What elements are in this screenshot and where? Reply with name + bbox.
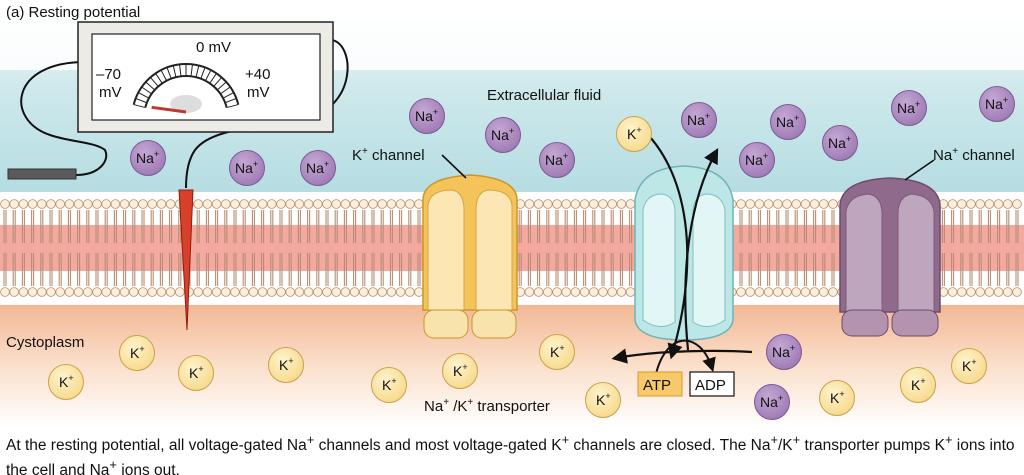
svg-text:K+: K+ — [59, 373, 74, 390]
svg-text:K+: K+ — [382, 376, 397, 393]
svg-text:Na+: Na+ — [306, 159, 329, 176]
sodium-ion: Na+ — [409, 98, 445, 134]
extracellular-label: Extracellular fluid — [487, 87, 601, 104]
sodium-ion: Na+ — [979, 86, 1015, 122]
sodium-ion: Na+ — [229, 150, 265, 186]
k-channel-label: K+ channel — [352, 146, 425, 164]
potassium-ion: K+ — [371, 367, 407, 403]
gauge-zero-label: 0 mV — [196, 39, 231, 56]
svg-text:K+: K+ — [911, 376, 926, 393]
potassium-ion: K+ — [268, 347, 304, 383]
svg-text:K+: K+ — [279, 356, 294, 373]
left-wire — [20, 61, 108, 176]
potassium-ion: K+ — [178, 355, 214, 391]
potassium-ion: K+ — [616, 116, 652, 152]
svg-text:K+: K+ — [627, 125, 642, 142]
sodium-ion: Na+ — [766, 334, 802, 370]
atp-hydrolysis-arrow — [654, 339, 716, 379]
sodium-ion: Na+ — [891, 90, 927, 126]
sodium-ion: Na+ — [130, 140, 166, 176]
potassium-ion: K+ — [48, 364, 84, 400]
svg-text:K+: K+ — [189, 364, 204, 381]
voltmeter: 0 mV –70 mV +40 mV — [77, 21, 334, 133]
na-channel-label: Na+ channel — [933, 146, 1015, 164]
svg-text:Na+: Na+ — [491, 126, 514, 143]
sodium-ion: Na+ — [300, 150, 336, 186]
atp-box — [637, 371, 683, 397]
sodium-ion: Na+ — [539, 142, 575, 178]
sodium-ion: Na+ — [822, 125, 858, 161]
cytoplasm-label: Cystoplasm — [6, 334, 84, 351]
potassium-ion: K+ — [585, 382, 621, 418]
na-channel — [839, 177, 941, 337]
transporter-label: Na+ /K+ transporter — [424, 397, 550, 415]
panel-label: (a) Resting potential — [6, 4, 140, 21]
gauge-left-value: –70 — [96, 66, 121, 83]
svg-text:Na+: Na+ — [897, 99, 920, 116]
svg-text:Na+: Na+ — [760, 393, 783, 410]
k-inflow-arrow — [637, 124, 689, 360]
svg-text:K+: K+ — [830, 389, 845, 406]
svg-text:Na+: Na+ — [687, 111, 710, 128]
ground-electrode — [7, 168, 77, 180]
voltmeter-needle — [151, 105, 187, 114]
svg-text:Na+: Na+ — [985, 95, 1008, 112]
gauge-right-value: +40 — [245, 66, 270, 83]
sodium-ion: Na+ — [770, 104, 806, 140]
sodium-ion: Na+ — [754, 384, 790, 420]
na-outflow-arrow — [684, 147, 719, 351]
potassium-ion: K+ — [819, 380, 855, 416]
svg-text:Na+: Na+ — [136, 149, 159, 166]
svg-text:Na+: Na+ — [776, 113, 799, 130]
k-channel — [422, 174, 518, 339]
svg-text:K+: K+ — [596, 391, 611, 408]
potassium-ion: K+ — [539, 334, 575, 370]
sodium-ion: Na+ — [739, 142, 775, 178]
svg-text:Na+: Na+ — [235, 159, 258, 176]
cytoplasm-flow-arrow — [611, 348, 753, 364]
gauge-right-unit: mV — [247, 84, 270, 101]
svg-text:K+: K+ — [130, 344, 145, 361]
adp-label: ADP — [695, 377, 726, 394]
k-channel-leader — [441, 154, 467, 179]
potassium-ion: K+ — [900, 367, 936, 403]
resting-potential-diagram: 0 mV –70 mV +40 mV ATP ADP (a) Resting p — [0, 0, 1024, 428]
svg-text:K+: K+ — [550, 343, 565, 360]
svg-text:K+: K+ — [453, 362, 468, 379]
ion-layer: Na+ Na+ Na+ Na+ Na+ Na+ Na+ Na+ Na+ Na+ Na+ Na+ Na+ N… — [48, 86, 1015, 420]
svg-text:Na+: Na+ — [415, 107, 438, 124]
svg-text:Na+: Na+ — [745, 151, 768, 168]
recording-electrode — [178, 189, 194, 331]
figure-caption: At the resting potential, all voltage-ga… — [6, 432, 1015, 475]
potassium-ion: K+ — [442, 353, 478, 389]
svg-text:Na+: Na+ — [828, 134, 851, 151]
potassium-ion: K+ — [119, 335, 155, 371]
adp-box — [689, 371, 735, 397]
na-channel-leader — [904, 159, 935, 181]
svg-text:Na+: Na+ — [772, 343, 795, 360]
svg-text:Na+: Na+ — [545, 151, 568, 168]
sodium-potassium-transporter — [634, 165, 734, 341]
gauge-left-unit: mV — [99, 84, 122, 101]
potassium-ion: K+ — [951, 348, 987, 384]
atp-label: ATP — [643, 377, 671, 394]
sodium-ion: Na+ — [485, 117, 521, 153]
svg-text:K+: K+ — [962, 357, 977, 374]
sodium-ion: Na+ — [681, 102, 717, 138]
